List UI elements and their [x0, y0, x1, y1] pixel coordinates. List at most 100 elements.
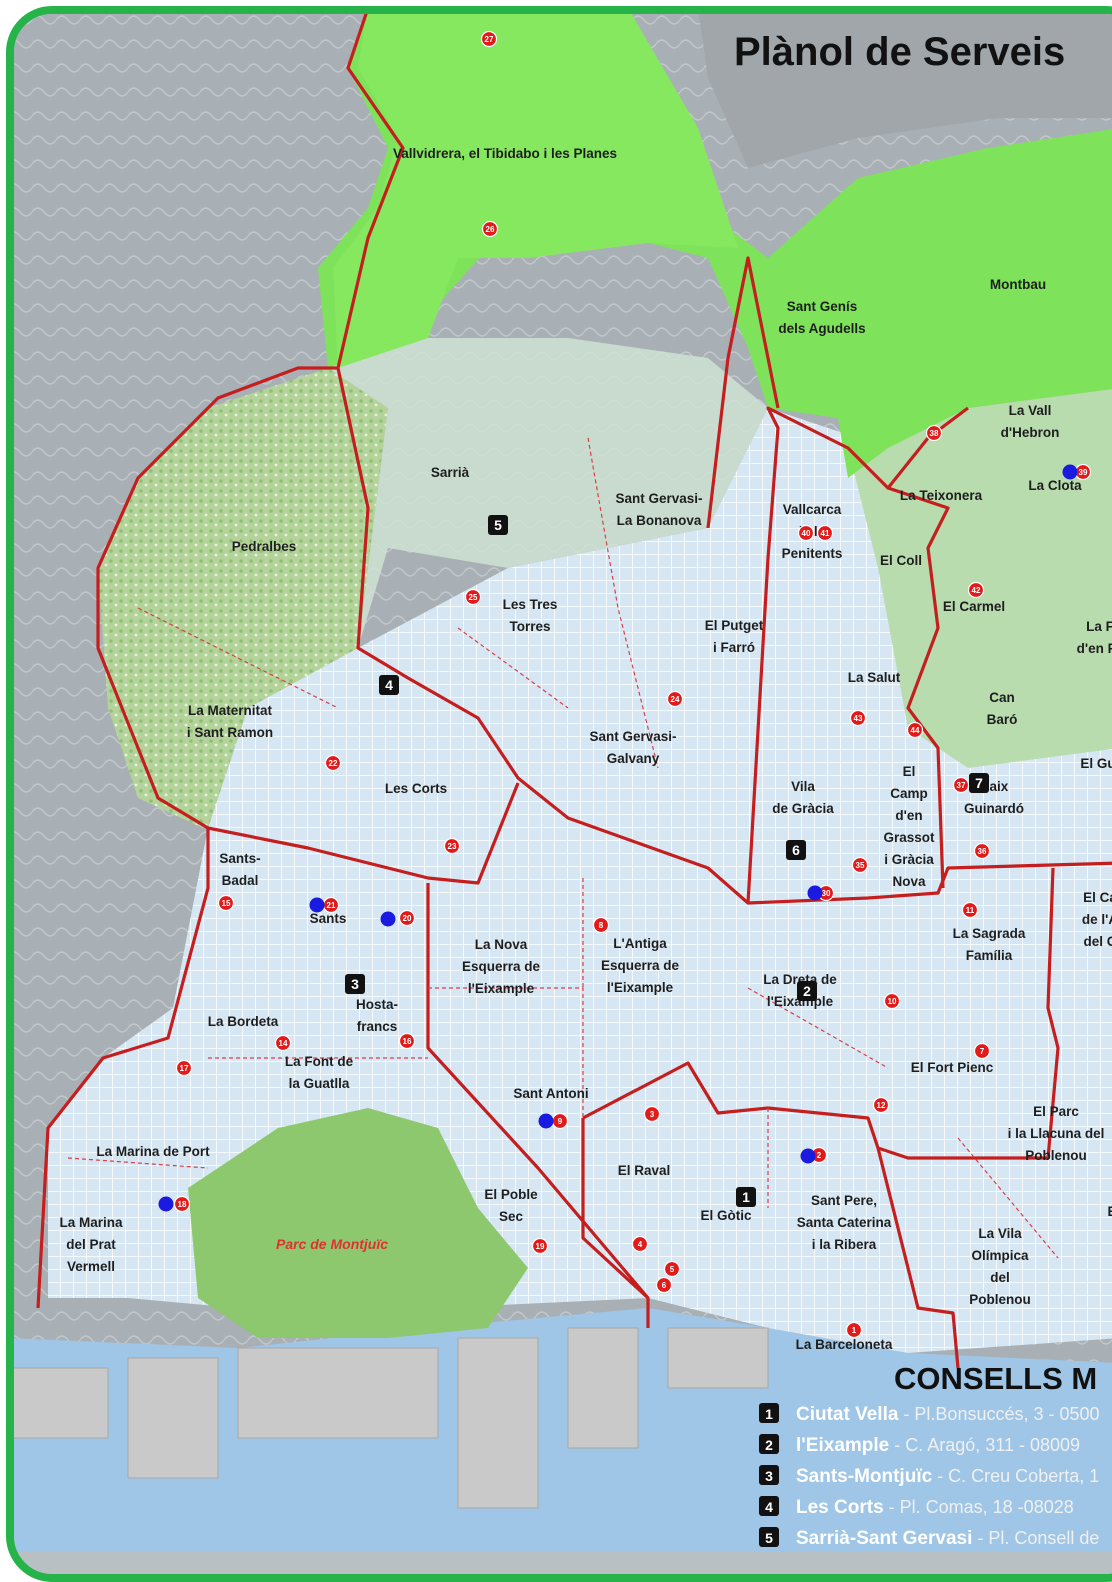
service-markers: 2726252422232120151614171819982345617121… [173, 30, 1092, 1339]
district-marker-6[interactable] [786, 840, 806, 860]
service-marker-number: 2 [817, 1151, 822, 1160]
service-marker-8[interactable] [592, 916, 610, 934]
map-frame: Plànol de Serveis Parc de Montjuïc Vallv… [6, 6, 1112, 1582]
district-marker-3[interactable] [345, 974, 365, 994]
service-marker-number: 8 [599, 921, 604, 930]
service-marker-number: 4 [638, 1240, 643, 1249]
neighbourhood-label-sarria: Sarrià [431, 465, 470, 480]
suburb-west [98, 368, 388, 828]
consells-heading: CONSELLS M [894, 1361, 1097, 1396]
service-marker-23[interactable] [443, 837, 461, 855]
legend-row-2: l'Eixample - C. Aragó, 311 - 08009 [796, 1435, 1080, 1456]
service-marker-number: 19 [536, 1242, 545, 1251]
service-marker-number: 26 [486, 225, 495, 234]
service-marker-20[interactable] [398, 909, 416, 927]
service-marker-number: 23 [448, 842, 457, 851]
legend-row-5: Sarrià-Sant Gervasi - Pl. Consell de [796, 1528, 1099, 1549]
blue-point-marker[interactable] [1062, 464, 1078, 480]
service-marker-7[interactable] [973, 1042, 991, 1060]
service-marker-15[interactable] [217, 894, 235, 912]
legend-district-number: 2 [765, 1437, 773, 1453]
service-marker-12[interactable] [872, 1096, 890, 1114]
district-marker-number: 1 [742, 1189, 750, 1205]
service-marker-40[interactable] [797, 524, 815, 542]
district-marker-4[interactable] [379, 675, 399, 695]
service-marker-number: 25 [469, 593, 478, 602]
service-marker-43[interactable] [849, 709, 867, 727]
title-band [698, 14, 1112, 168]
district-marker-7[interactable] [969, 773, 989, 793]
service-marker-37[interactable] [952, 776, 970, 794]
neighbourhood-label-el-coll: El Coll [880, 553, 922, 568]
service-marker-35[interactable] [851, 856, 869, 874]
service-marker-number: 10 [888, 997, 897, 1006]
service-marker-26[interactable] [481, 220, 499, 238]
neighbourhood-label-camp-arpa: El Cade l'Adel C [1082, 890, 1112, 949]
service-marker-number: 35 [856, 861, 865, 870]
service-marker-14[interactable] [274, 1034, 292, 1052]
service-marker-number: 38 [930, 429, 939, 438]
neighbourhood-label-barceloneta: La Barceloneta [796, 1337, 893, 1352]
neighbourhood-label-el-carmel: El Carmel [943, 599, 1005, 614]
service-marker-25[interactable] [464, 588, 482, 606]
service-marker-4[interactable] [631, 1235, 649, 1253]
service-marker-3[interactable] [643, 1105, 661, 1123]
legend-district-number: 5 [765, 1530, 773, 1546]
blue-point-marker[interactable] [538, 1113, 554, 1129]
neighbourhood-lines [67, 437, 1059, 1259]
neighbourhood-label-marina-port: La Marina de Port [96, 1144, 210, 1159]
service-marker-number: 37 [957, 781, 966, 790]
service-marker-19[interactable] [531, 1237, 549, 1255]
service-marker-24[interactable] [666, 690, 684, 708]
blue-point-marker[interactable] [807, 885, 823, 901]
service-marker-5[interactable] [663, 1260, 681, 1278]
district-marker-1[interactable] [736, 1187, 756, 1207]
neighbourhood-label-montbau: Montbau [990, 277, 1046, 292]
service-marker-27[interactable] [480, 30, 498, 48]
legend-row-4: Les Corts - Pl. Comas, 18 -08028 [796, 1497, 1074, 1518]
service-marker-number: 27 [485, 35, 494, 44]
service-marker-38[interactable] [925, 424, 943, 442]
legend-district-badge [759, 1527, 779, 1547]
neighbourhood-label-les-corts: Les Corts [385, 781, 447, 796]
district-marker-2[interactable] [797, 981, 817, 1001]
service-marker-36[interactable] [973, 842, 991, 860]
blue-point-marker[interactable] [800, 1148, 816, 1164]
service-marker-number: 9 [558, 1117, 563, 1126]
service-marker-10[interactable] [883, 992, 901, 1010]
service-marker-44[interactable] [906, 721, 924, 739]
district-marker-number: 5 [494, 517, 502, 533]
suburb-north [328, 338, 768, 648]
service-marker-number: 20 [403, 914, 412, 923]
service-marker-18[interactable] [173, 1195, 191, 1213]
service-marker-16[interactable] [398, 1032, 416, 1050]
legend-district-number: 1 [765, 1406, 773, 1422]
service-marker-41[interactable] [816, 524, 834, 542]
neighbourhood-label-sant-gervasi-bonanova: Sant Gervasi-La Bonanova [615, 491, 702, 528]
service-marker-11[interactable] [961, 901, 979, 919]
blue-point-marker[interactable] [158, 1196, 174, 1212]
service-marker-22[interactable] [324, 754, 342, 772]
service-marker-42[interactable] [967, 581, 985, 599]
blue-point-marker[interactable] [380, 911, 396, 927]
legend-district-number: 3 [765, 1468, 773, 1484]
service-marker-number: 40 [802, 529, 811, 538]
service-marker-6[interactable] [655, 1276, 673, 1294]
service-marker-17[interactable] [175, 1059, 193, 1077]
service-marker-number: 22 [329, 759, 338, 768]
blue-point-marker[interactable] [309, 897, 325, 913]
district-marker-5[interactable] [488, 515, 508, 535]
service-marker-1[interactable] [845, 1321, 863, 1339]
